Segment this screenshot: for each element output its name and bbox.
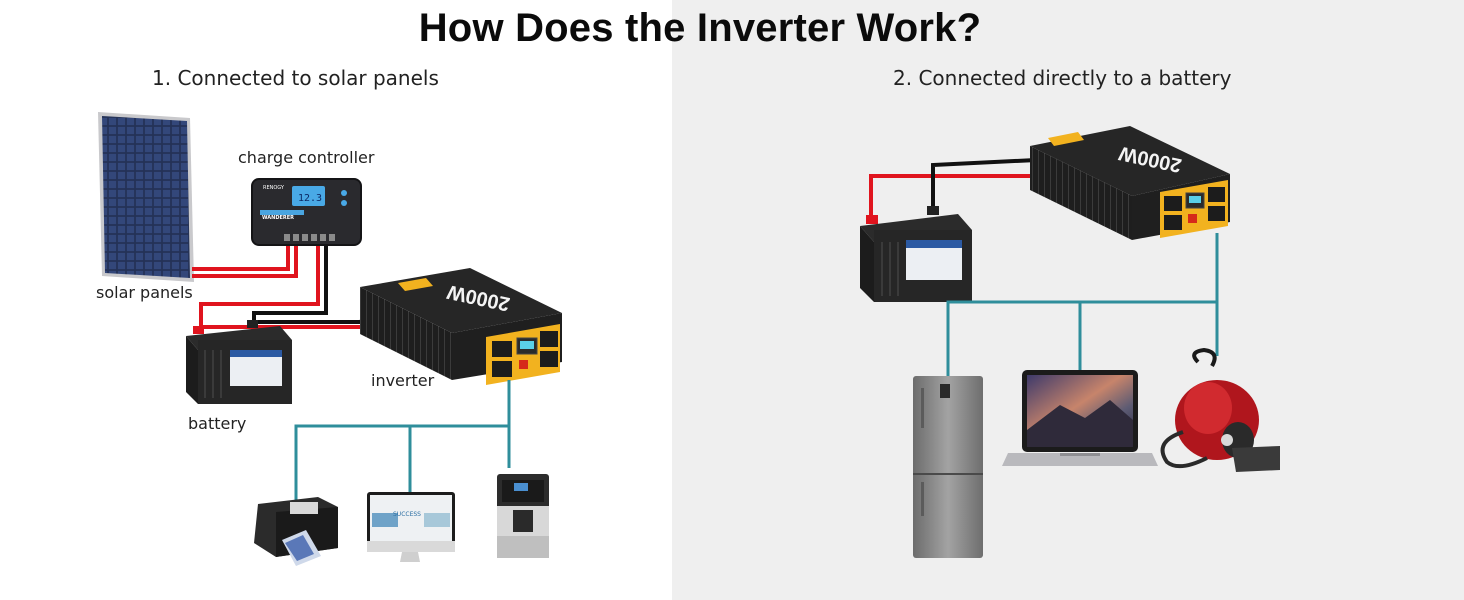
dc-wires-battery [199,243,382,333]
section-heading-battery: 2. Connected directly to a battery [893,66,1232,90]
label-inverter: inverter [371,371,435,390]
inverter-right-icon [1030,126,1230,240]
controller-display-text: 12.3 [298,193,322,204]
solar-panel-icon [98,112,194,282]
refrigerator-icon [913,376,983,558]
ac-lines-left [294,380,511,502]
dc-wires-right [869,154,1042,220]
battery-icon [186,320,292,404]
monitor-icon [367,492,455,562]
charge-controller-icon [251,178,362,246]
label-solar-panels: solar panels [96,283,193,302]
controller-model-text: WANDERER [262,215,294,221]
coffee-machine-icon [497,474,549,558]
inverter-icon [360,268,562,385]
monitor-screen-text: SUCCESS [393,511,421,518]
label-charge-controller: charge controller [238,148,375,167]
controller-brand-text: RENOGY [263,185,285,191]
ac-lines-right [946,233,1219,376]
section-heading-solar: 1. Connected to solar panels [152,66,439,90]
battery-right-icon [860,206,972,302]
dc-wires-panel [192,243,298,278]
right-panel-background [672,0,1464,600]
label-battery: battery [188,414,247,433]
vacuum-cleaner-icon [1160,347,1280,472]
page-title: How Does the Inverter Work? [418,6,982,50]
laptop-icon [1002,370,1158,466]
printer-icon [254,497,338,566]
